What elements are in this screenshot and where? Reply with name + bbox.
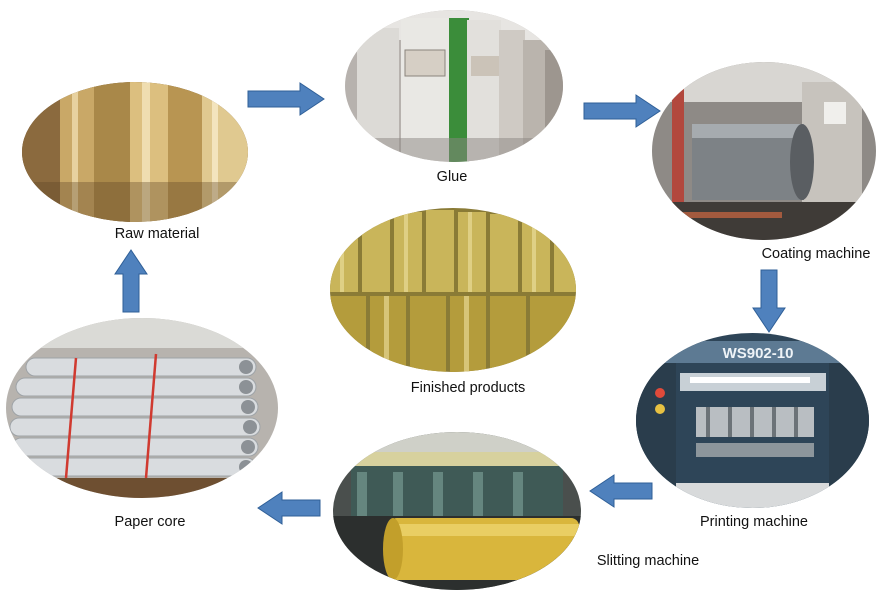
arrow-up-icon (114, 249, 148, 313)
slitting-machine-photo (333, 432, 581, 590)
paper-core-label: Paper core (114, 514, 186, 530)
machine-sign-text: WS902-10 (723, 345, 794, 362)
paper-core-photo (6, 318, 278, 498)
printing-machine-photo: WS902-10 (636, 333, 869, 508)
arrow-left-icon (257, 491, 321, 525)
finished-products-photo (330, 208, 576, 372)
slitting-machine-label: Slitting machine (596, 553, 700, 569)
coating-machine-photo (652, 62, 876, 240)
arrow-right-icon (583, 94, 661, 128)
coating-machine-label: Coating machine (761, 246, 871, 262)
glue-label: Glue (436, 169, 468, 185)
arrow-right-icon (247, 82, 325, 116)
raw-material-photo (22, 82, 248, 222)
glue-photo (345, 10, 563, 162)
finished-products-label: Finished products (410, 380, 526, 396)
arrow-down-icon (752, 269, 786, 333)
printing-machine-label: Printing machine (700, 514, 808, 530)
arrow-left-icon (589, 474, 653, 508)
raw-material-label: Raw material (114, 226, 200, 242)
